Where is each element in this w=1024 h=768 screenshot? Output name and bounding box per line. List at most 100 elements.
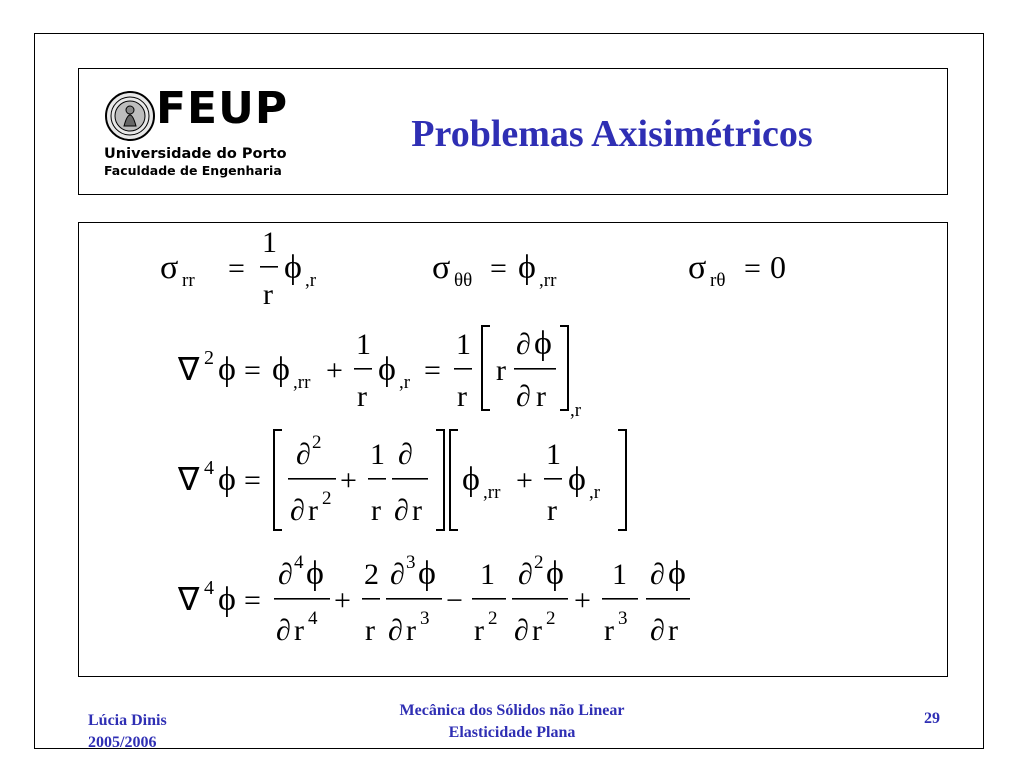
footer-author: Lúcia Dinis xyxy=(88,712,167,729)
eq4-sup: 4 xyxy=(204,577,214,599)
eq4-two: 2 xyxy=(364,558,379,591)
eq1-equals2: = xyxy=(490,252,507,285)
eq3-phi3-sub: ,r xyxy=(589,482,601,503)
eq2-phi3-sub: ,r xyxy=(399,372,411,393)
equations-area: σ rr = 1 r ϕ ,r σ θθ = ϕ ,rr σ rθ = 0 ∇ xyxy=(160,222,860,677)
footer-topic: Elasticidade Plana xyxy=(448,724,576,741)
university-seal-icon xyxy=(105,91,155,141)
eq1-den: r xyxy=(263,278,273,311)
eq4-t4-r: r xyxy=(668,614,678,647)
equation-laplacian: ∇ 2 ϕ = ϕ ,rr + 1 r ϕ ,r = 1 r r ∂ ϕ xyxy=(177,325,582,421)
eq2-outer-sub: ,r xyxy=(570,400,582,421)
logo-university: Universidade do Porto xyxy=(104,146,287,162)
eq1-sub: rr xyxy=(182,270,195,291)
eq4-phi: ϕ xyxy=(218,581,236,618)
logo-faculty: Faculdade de Engenharia xyxy=(104,163,282,178)
header-box xyxy=(78,68,948,195)
page-number: 29 xyxy=(924,710,940,727)
eq2-phi: ϕ xyxy=(218,351,236,388)
eq4-t1-partial: ∂ xyxy=(278,558,293,591)
eq4-one1: 1 xyxy=(480,558,495,591)
footer-author-block: Lúcia Dinis 2005/2006 xyxy=(88,710,167,754)
eq3-sup-num: 2 xyxy=(312,432,322,453)
eq3-partial-den: ∂ xyxy=(290,494,305,527)
feup-logo: FEUP Universidade do Porto Faculdade de … xyxy=(104,87,304,180)
eq3-partial-num2: ∂ xyxy=(398,438,413,471)
eq1-sigma: σ xyxy=(160,249,178,286)
eq3-partial-num: ∂ xyxy=(296,438,311,471)
eq4-t1-sup-den: 4 xyxy=(308,608,318,629)
eq1-phi2: ϕ xyxy=(518,249,536,286)
eq4-t2-phi: ϕ xyxy=(418,555,436,592)
page-title: Problemas Axisimétricos xyxy=(411,113,813,155)
eq1-num: 1 xyxy=(262,226,277,259)
eq4-nabla: ∇ xyxy=(177,581,200,617)
eq4-t2-partial-den: ∂ xyxy=(388,614,403,647)
eq2-num: 1 xyxy=(356,328,371,361)
eq3-phi3: ϕ xyxy=(568,461,586,498)
eq1-phi2-sub: ,rr xyxy=(539,270,557,291)
eq2-phi-num: ϕ xyxy=(534,325,552,362)
eq1-sub-rt: rθ xyxy=(710,270,725,291)
eq4-t2-sup-den: 3 xyxy=(420,608,430,629)
eq4-t4-partial-den: ∂ xyxy=(650,614,665,647)
eq2-r: r xyxy=(496,354,506,387)
eq4-t3-sup-den: 2 xyxy=(546,608,556,629)
eq4-t3-phi: ϕ xyxy=(546,555,564,592)
eq3-sup-den: 2 xyxy=(322,488,332,509)
footer-year: 2005/2006 xyxy=(88,734,157,751)
eq2-nabla: ∇ xyxy=(177,351,200,387)
eq2-plus: + xyxy=(326,354,343,387)
eq4-plus1: + xyxy=(334,584,351,617)
eq3-den2: r xyxy=(547,494,557,527)
eq4-t1-partial-den: ∂ xyxy=(276,614,291,647)
eq1-phi-sub: ,r xyxy=(305,270,317,291)
eq2-sup: 2 xyxy=(204,347,214,369)
eq2-phi2: ϕ xyxy=(272,351,290,388)
eq2-partial-den: ∂ xyxy=(516,380,531,413)
eq2-equals2: = xyxy=(424,354,441,387)
eq2-phi3: ϕ xyxy=(378,351,396,388)
eq3-phi2: ϕ xyxy=(462,461,480,498)
eq1-equals3: = xyxy=(744,252,761,285)
equations-svg: σ rr = 1 r ϕ ,r σ θθ = ϕ ,rr σ rθ = 0 ∇ xyxy=(160,226,786,647)
eq3-num2: 1 xyxy=(546,438,561,471)
eq3-equals: = xyxy=(244,464,261,497)
eq4-minus: − xyxy=(446,584,463,617)
equations-box xyxy=(78,222,948,677)
eq1-sub-tt: θθ xyxy=(454,270,472,291)
eq3-plus: + xyxy=(340,464,357,497)
eq4-t4-phi: ϕ xyxy=(668,555,686,592)
eq3-plus2: + xyxy=(516,464,533,497)
eq4-equals: = xyxy=(244,584,261,617)
eq4-t2-sup: 3 xyxy=(406,552,416,573)
eq2-den: r xyxy=(357,380,367,413)
eq1-phi: ϕ xyxy=(284,249,302,286)
eq4-plus2: + xyxy=(574,584,591,617)
eq3-num1: 1 xyxy=(370,438,385,471)
eq4-t4-partial: ∂ xyxy=(650,558,665,591)
eq1-zero: 0 xyxy=(770,249,786,285)
eq4-t3-r: r xyxy=(532,614,542,647)
eq3-phi2-sub: ,rr xyxy=(483,482,501,503)
eq4-t1-r: r xyxy=(294,614,304,647)
eq3-nabla: ∇ xyxy=(177,461,200,497)
eq4-t2-partial: ∂ xyxy=(390,558,405,591)
eq2-partial-num: ∂ xyxy=(516,328,531,361)
eq4-t2-r: r xyxy=(406,614,416,647)
eq3-phi: ϕ xyxy=(218,461,236,498)
eq4-one1-sup: 2 xyxy=(488,608,498,629)
eq4-t1-phi: ϕ xyxy=(306,555,324,592)
eq2-phi2-sub: ,rr xyxy=(293,372,311,393)
eq1-sigma-rt: σ xyxy=(688,249,706,286)
eq4-t1-sup: 4 xyxy=(294,552,304,573)
eq4-t3-partial: ∂ xyxy=(518,558,533,591)
eq4-t3-sup: 2 xyxy=(534,552,544,573)
equation-stress-components: σ rr = 1 r ϕ ,r σ θθ = ϕ ,rr σ rθ = 0 xyxy=(160,226,786,311)
eq2-r-den: r xyxy=(536,380,546,413)
eq1-sigma-tt: σ xyxy=(432,249,450,286)
slide-frame xyxy=(34,33,984,749)
eq4-one1-r: r xyxy=(474,614,484,647)
eq3-r-den: r xyxy=(308,494,318,527)
equation-biharmonic-expanded: ∇ 4 ϕ = ∂ 4 ϕ ∂ r 4 + 2 r ∂ 3 ϕ ∂ xyxy=(177,552,690,647)
